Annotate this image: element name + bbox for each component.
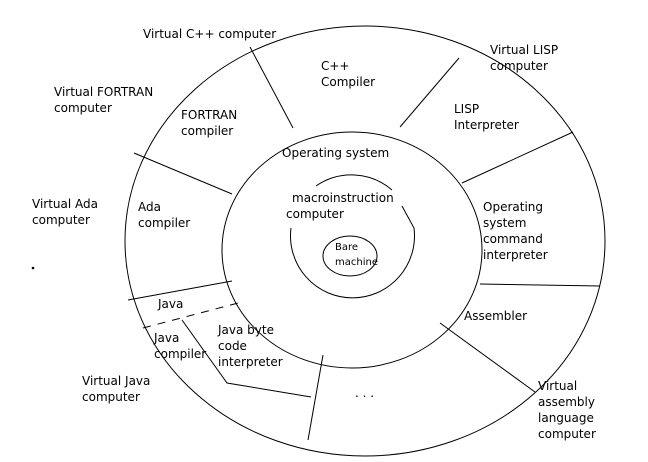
divider-cpp-lisp — [399, 57, 460, 128]
stray-dot — [31, 266, 35, 270]
divider-fortran-ada — [133, 152, 233, 195]
divider-java-compiler-bytecode — [181, 319, 312, 398]
label-virtual-fortran: Virtual FORTRAN computer — [54, 85, 154, 115]
divider-ada-java — [127, 280, 233, 301]
divider-ellipsis-java — [307, 354, 324, 441]
label-virtual-ada: Virtual Ada computer — [32, 197, 98, 227]
label-virtual-cpp: Virtual C++ computer — [143, 27, 277, 41]
label-ellipsis: . . . — [355, 386, 375, 400]
label-virtual-lisp: Virtual LISP computer — [490, 43, 559, 73]
divider-cpp-fortran — [249, 46, 294, 129]
label-virtual-java: Virtual Java computer — [82, 374, 151, 404]
label-operating-system: Operating system — [282, 146, 390, 160]
label-assembler: Assembler — [464, 309, 528, 323]
bare-machine-boundary — [322, 235, 378, 277]
label-java: Java — [158, 297, 184, 311]
label-cpp-compiler: C++Compiler — [321, 59, 376, 89]
divider-oscmd-assembler — [479, 283, 601, 287]
divider-java-dashed — [142, 301, 243, 329]
label-virtual-assembly: Virtual assembly language computer — [538, 379, 596, 441]
divider-assembler-ellipsis — [439, 322, 536, 393]
macroinstruction-boundary — [290, 174, 415, 299]
operating-system-boundary — [221, 131, 483, 369]
divider-lisp-oscmd — [461, 131, 574, 184]
outer-ring-boundary — [124, 25, 606, 457]
